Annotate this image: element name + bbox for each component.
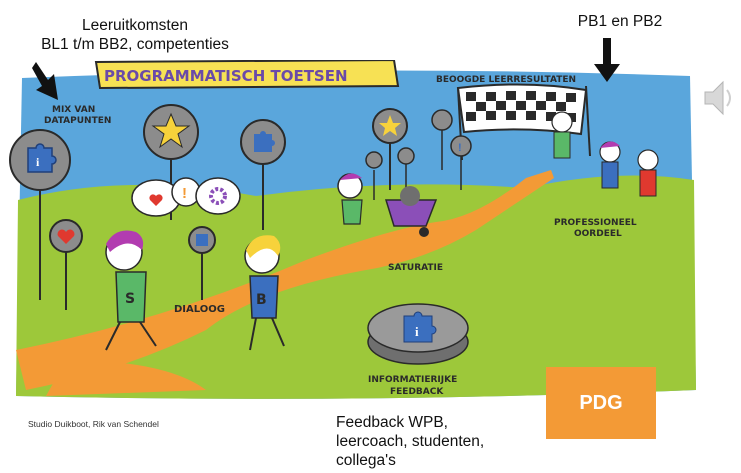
feedback-label-1: INFORMATIERIJKE (368, 375, 457, 385)
grass-field (16, 175, 696, 399)
arrow-down-icon (32, 62, 58, 100)
wheelbarrow-student (337, 173, 438, 237)
dialog-bubbles: ! (131, 177, 241, 217)
puzzle-icon (254, 131, 275, 152)
title-banner: PROGRAMMATISCH TOETSEN (94, 60, 400, 90)
feedback-note-line-2: leercoach, studenten, (336, 433, 485, 450)
star-sign (143, 104, 199, 220)
star-sign-2 (372, 108, 408, 190)
puzzle-sign-2 (240, 119, 286, 230)
student-b-character: B (244, 235, 285, 351)
mix-label-2: DATAPUNTEN (44, 116, 111, 126)
feedback-label-2: FEEDBACK (390, 387, 444, 397)
speaker-icon[interactable] (703, 78, 737, 118)
puzzle-icon (403, 311, 437, 343)
feedback-disk: i (367, 303, 469, 365)
assessor-figures (551, 111, 659, 197)
heart-sign (49, 219, 83, 310)
exclamation-icon: ! (458, 142, 462, 154)
dialoog-label: DIALOOG (174, 304, 225, 315)
svg-text:i: i (415, 324, 419, 339)
pdg-box (546, 367, 656, 439)
svg-text:i: i (36, 155, 40, 169)
note-line-1: Leeruitkomsten (82, 17, 188, 34)
heart-icon (149, 194, 163, 206)
star-icon (151, 112, 191, 149)
heart-icon (57, 229, 75, 244)
puzzle-icon (196, 234, 208, 246)
puzzle-sign: i (9, 129, 71, 300)
credit-text: Studio Duikboot, Rik van Schendel (28, 419, 159, 429)
beoogde-label: BEOOGDE LEERRESULTATEN (436, 75, 576, 85)
character-letter-s: S (125, 291, 135, 307)
feedback-note: Feedback WPB, leercoach, studenten, coll… (336, 413, 536, 470)
saturatie-label: SATURATIE (388, 263, 443, 273)
feedback-note-line-3: collega's (336, 452, 396, 469)
arrow-down-icon (594, 38, 620, 82)
professioneel-label-1: PROFESSIONEEL (554, 218, 637, 228)
banner-title: PROGRAMMATISCH TOETSEN (104, 67, 348, 85)
pdg-label: PDG (579, 392, 623, 414)
small-signs-cluster: ! (365, 109, 472, 200)
puzzle-icon (27, 143, 57, 173)
pb-note: PB1 en PB2 (577, 13, 663, 30)
learning-outcomes-note: Leeruitkomsten BL1 t/m BB2, competenties (20, 16, 250, 54)
small-puzzle-sign (188, 226, 216, 300)
gear-icon (209, 187, 227, 205)
road-path (16, 170, 554, 390)
note-line-2: BL1 t/m BB2, competenties (41, 36, 229, 53)
professioneel-label-2: OORDEEL (574, 229, 622, 239)
programmatisch-toetsen-illustration: PROGRAMMATISCH TOETSEN BEOOGDE LEERRESUL… (9, 60, 696, 399)
character-letter-b: B (256, 292, 267, 308)
mix-label-1: MIX VAN (52, 105, 95, 115)
student-s-character: S (105, 230, 157, 351)
star-icon (379, 115, 401, 136)
exclamation-icon: ! (182, 185, 187, 202)
feedback-note-line-1: Feedback WPB, (336, 414, 448, 431)
